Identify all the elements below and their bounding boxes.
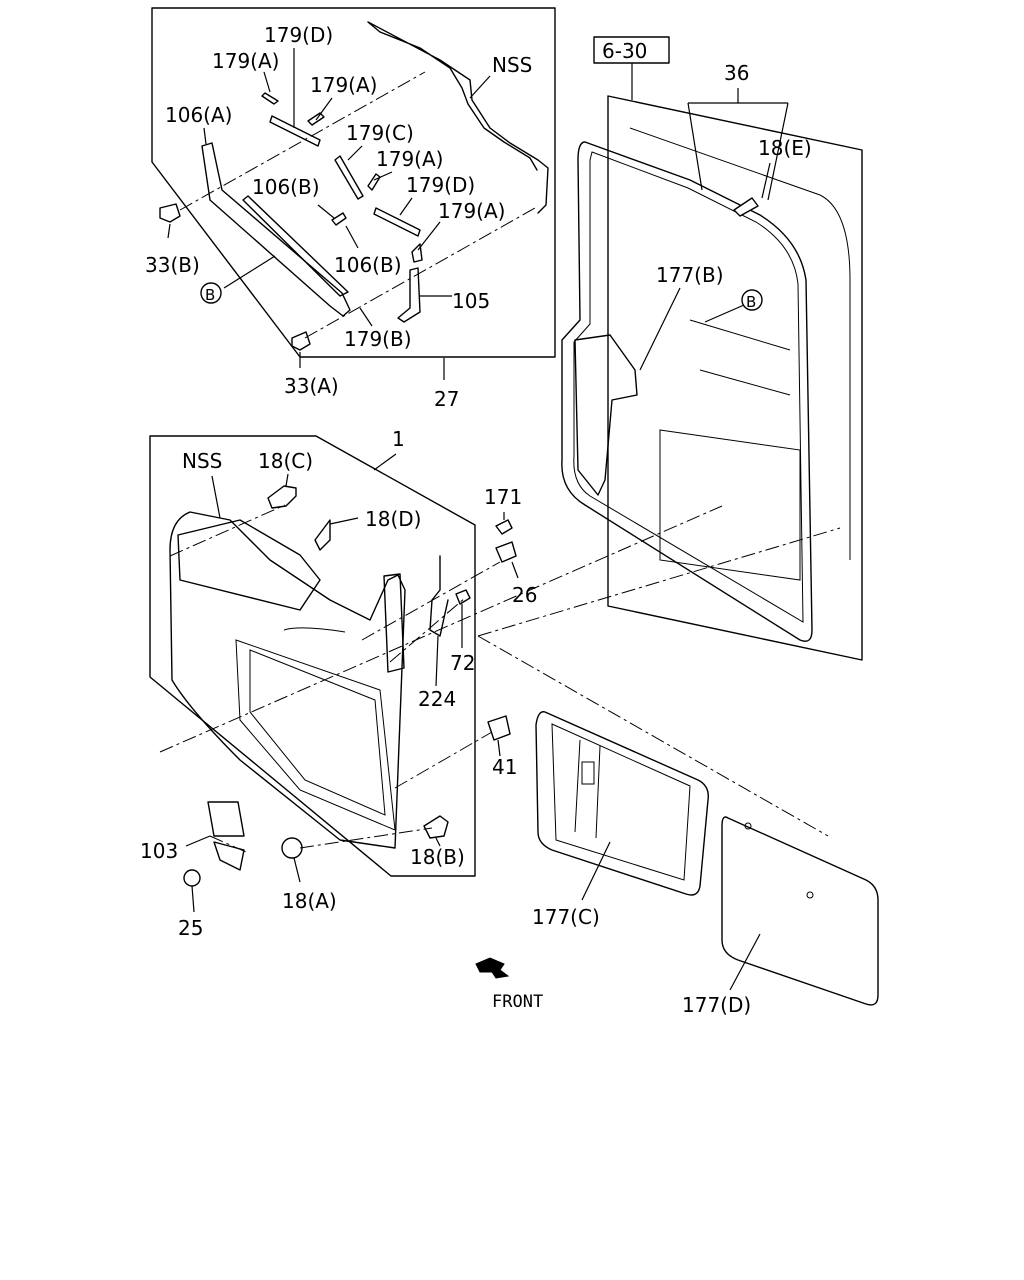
label-106a: 106(A) bbox=[165, 103, 232, 127]
clip-18c bbox=[267, 485, 297, 509]
switch-103 bbox=[207, 801, 245, 837]
upper-pad bbox=[177, 519, 321, 611]
label-179d-top: 179(D) bbox=[264, 23, 333, 47]
label-27: 27 bbox=[434, 387, 459, 411]
door-frame bbox=[607, 95, 863, 661]
screw-72 bbox=[455, 589, 471, 605]
label-nss-top: NSS bbox=[492, 53, 532, 77]
panel-177d bbox=[721, 816, 879, 1006]
inset-frame-1 bbox=[149, 435, 476, 877]
strip-106b-1 bbox=[331, 212, 347, 226]
label-33a: 33(A) bbox=[284, 374, 339, 398]
label-224: 224 bbox=[418, 687, 456, 711]
label-26: 26 bbox=[512, 583, 537, 607]
label-72: 72 bbox=[450, 651, 475, 675]
circle-b-marker-1 bbox=[200, 282, 222, 304]
bracket-18d bbox=[314, 519, 331, 551]
label-177d: 177(D) bbox=[682, 993, 751, 1017]
clip-33a bbox=[291, 331, 311, 351]
strip-105 bbox=[397, 267, 421, 323]
label-41: 41 bbox=[492, 755, 517, 779]
door-trim-assembly bbox=[149, 435, 841, 913]
handle-bezel bbox=[383, 573, 405, 673]
strip-179d-2 bbox=[373, 207, 421, 237]
label-18c: 18(C) bbox=[258, 449, 313, 473]
label-circle-b-2: B bbox=[746, 293, 756, 311]
trim-board bbox=[169, 511, 406, 849]
clip-41 bbox=[487, 715, 511, 741]
strip-179a-3 bbox=[367, 173, 381, 191]
label-177b: 177(B) bbox=[656, 263, 724, 287]
strip-179a-4 bbox=[411, 243, 423, 263]
label-18b: 18(B) bbox=[410, 845, 465, 869]
label-18a: 18(A) bbox=[282, 889, 337, 913]
label-177c: 177(C) bbox=[532, 905, 600, 929]
clip-18b bbox=[423, 815, 449, 839]
label-179a-1: 179(A) bbox=[212, 49, 279, 73]
clip-33b bbox=[159, 203, 181, 223]
strip-179c bbox=[334, 155, 364, 200]
label-33b: 33(B) bbox=[145, 253, 200, 277]
lower-panels bbox=[475, 711, 879, 1006]
label-18d: 18(D) bbox=[365, 507, 421, 531]
front-arrow-icon bbox=[475, 957, 510, 979]
strip-179a-2 bbox=[307, 112, 325, 126]
strip-179a-1 bbox=[261, 92, 279, 105]
door-lower-opening bbox=[659, 429, 801, 581]
inset-frame-27 bbox=[151, 7, 556, 358]
weatherstrip-177b bbox=[561, 141, 813, 642]
label-front: FRONT bbox=[492, 992, 543, 1012]
label-18e: 18(E) bbox=[758, 136, 812, 160]
label-106b-1: 106(B) bbox=[252, 175, 320, 199]
screw-25 bbox=[183, 869, 201, 887]
label-179b: 179(B) bbox=[344, 327, 412, 351]
door-panel-reference bbox=[561, 36, 863, 661]
label-ref-6-30: 6-30 bbox=[602, 39, 647, 63]
rail-106a bbox=[201, 142, 351, 317]
label-1: 1 bbox=[392, 427, 405, 451]
align-line-2 bbox=[304, 207, 536, 339]
door-inner-outline bbox=[629, 127, 851, 560]
align-line-1 bbox=[179, 71, 426, 211]
lower-pocket bbox=[235, 639, 396, 831]
strip-179d-1 bbox=[269, 115, 321, 147]
clip-18a bbox=[281, 837, 303, 859]
seal-177c bbox=[535, 711, 709, 896]
label-105: 105 bbox=[452, 289, 490, 313]
label-103: 103 bbox=[140, 839, 178, 863]
label-circle-b-1: B bbox=[205, 286, 215, 304]
seal-shadow bbox=[574, 334, 638, 496]
clip-171 bbox=[495, 519, 513, 535]
clip-26 bbox=[495, 541, 517, 563]
label-179a-2: 179(A) bbox=[310, 73, 377, 97]
label-106b-2: 106(B) bbox=[334, 253, 402, 277]
circle-b-marker-2 bbox=[741, 289, 763, 311]
nss-upper-strip bbox=[367, 21, 549, 214]
label-179a-4: 179(A) bbox=[438, 199, 505, 223]
label-nss-mid: NSS bbox=[182, 449, 222, 473]
label-25: 25 bbox=[178, 916, 203, 940]
label-171: 171 bbox=[484, 485, 522, 509]
label-179a-3: 179(A) bbox=[376, 147, 443, 171]
callout-labels: 179(D) 179(A) 179(A) NSS 106(A) 179(C) 1… bbox=[140, 23, 812, 1017]
upper-trim-inset bbox=[151, 7, 556, 380]
rod-224 bbox=[429, 555, 449, 637]
bracket-103 bbox=[213, 841, 245, 871]
label-179c: 179(C) bbox=[346, 121, 414, 145]
label-179d-2: 179(D) bbox=[406, 173, 475, 197]
rail-106a-inner bbox=[242, 195, 349, 297]
clip-18e bbox=[733, 197, 759, 217]
label-36: 36 bbox=[724, 61, 749, 85]
